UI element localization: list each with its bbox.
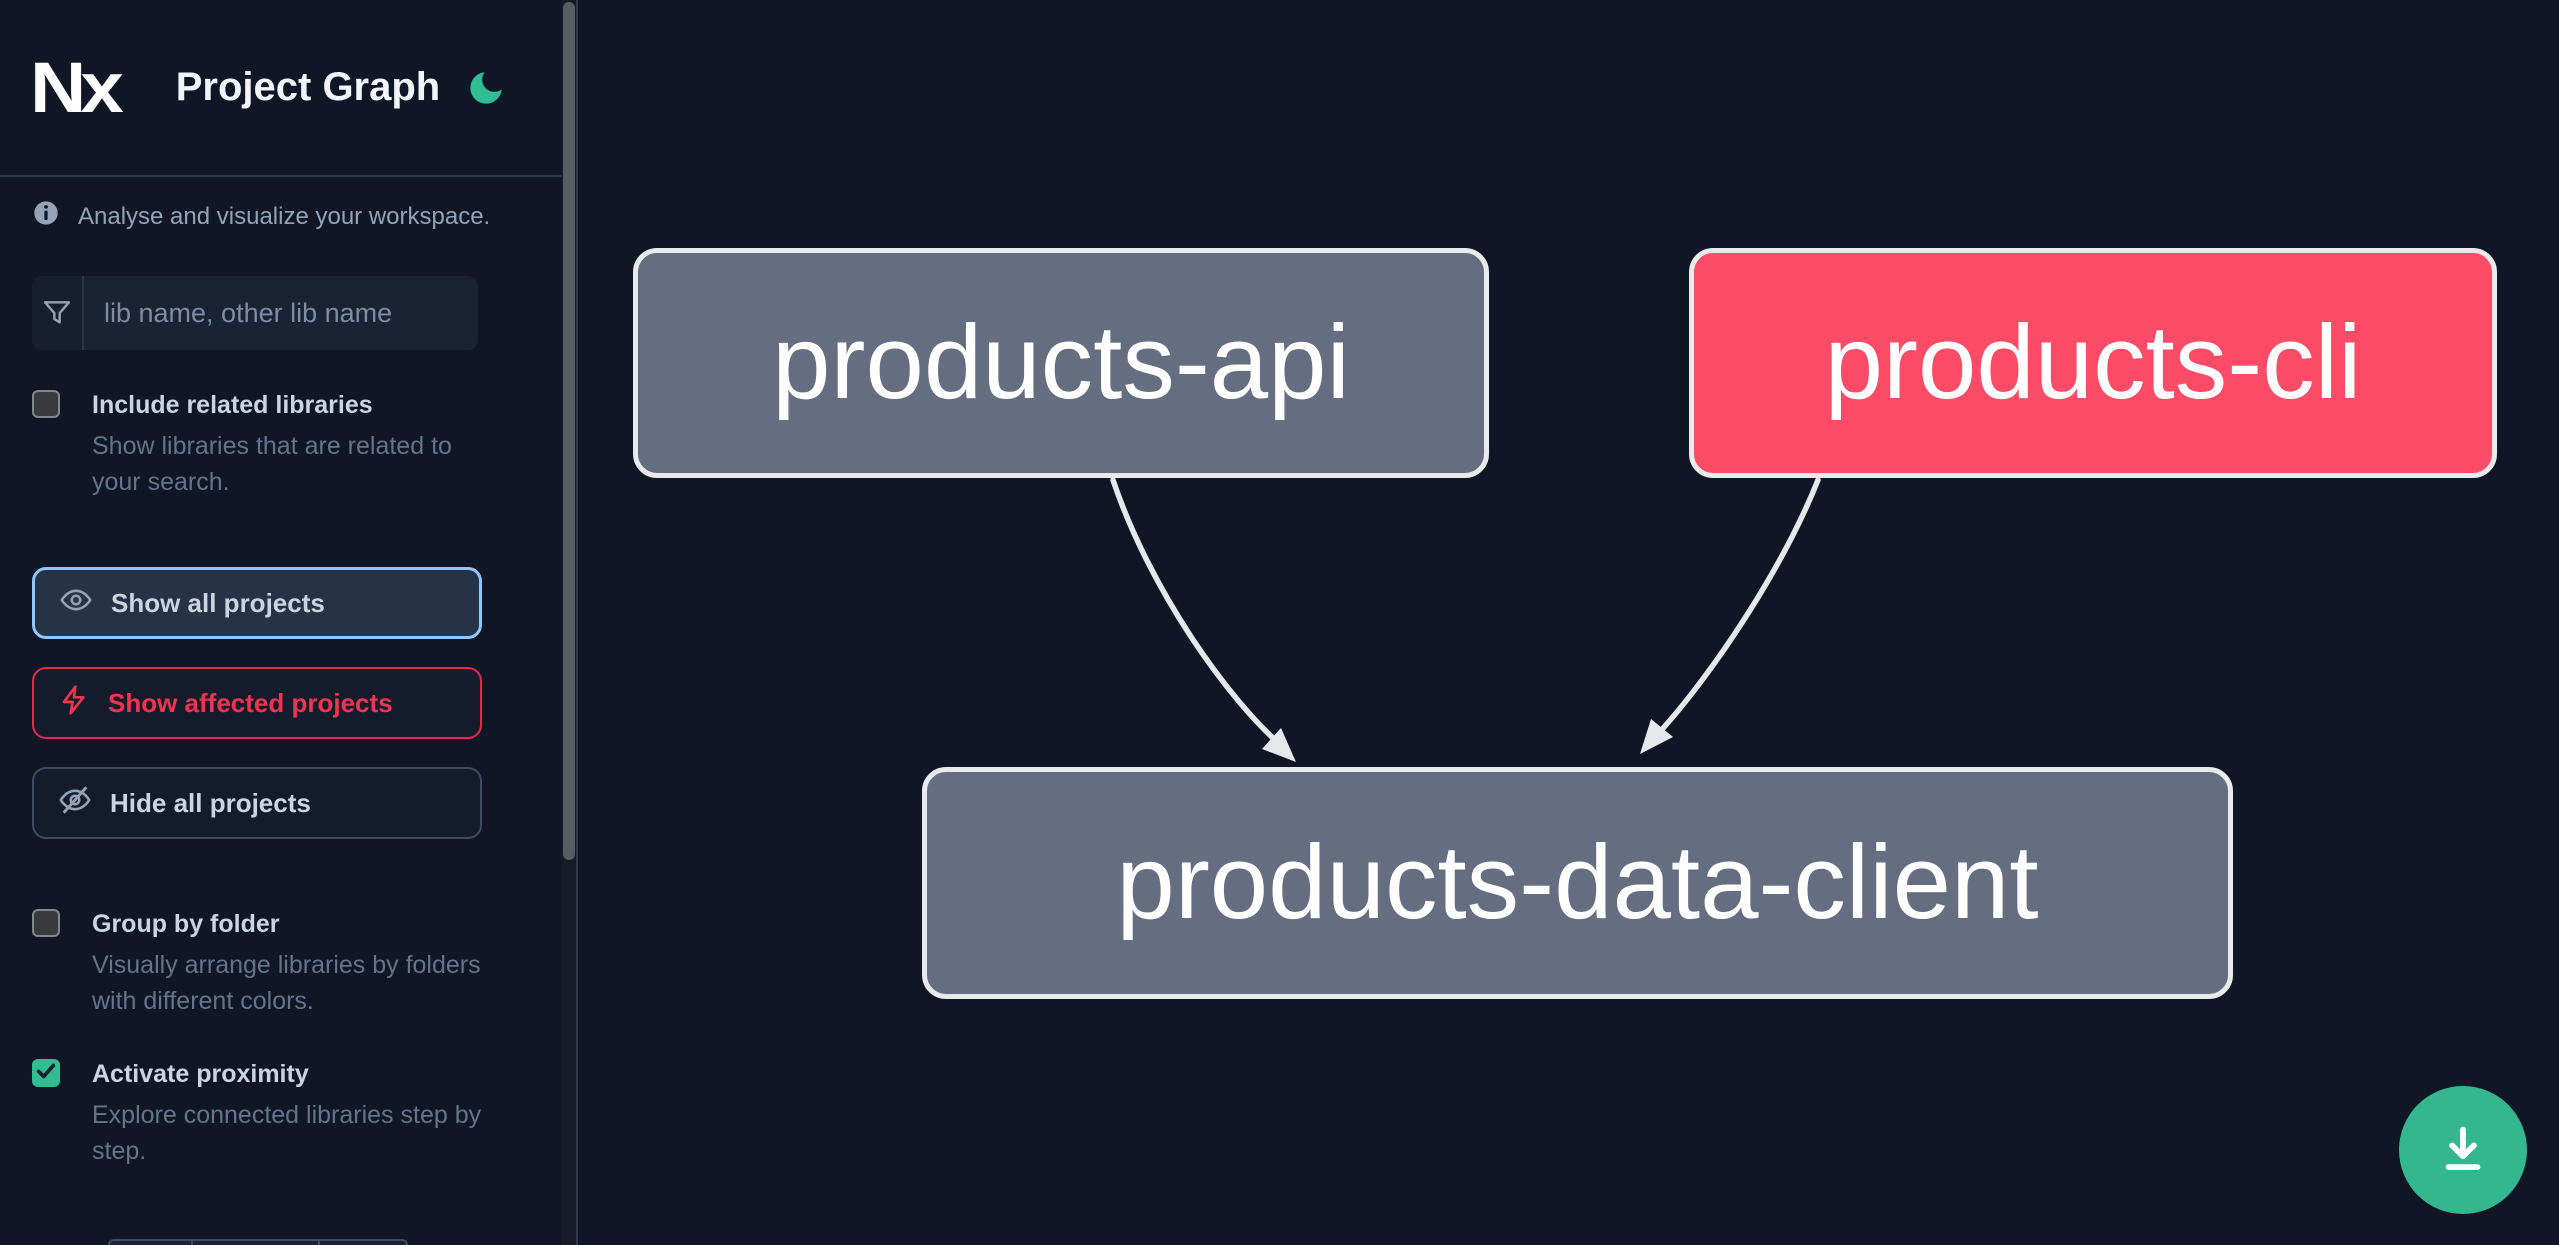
group-by-folder-checkbox[interactable]	[32, 909, 60, 937]
graph-canvas[interactable]: products-api products-cli products-data-…	[578, 0, 2559, 1245]
search-box	[32, 276, 478, 350]
sidebar-scrollbar-track	[561, 0, 578, 1245]
option-include-related-libraries: Include related libraries Show libraries…	[32, 388, 531, 500]
download-icon	[2434, 1120, 2492, 1181]
show-all-projects-label: Show all projects	[111, 587, 325, 618]
check-icon	[35, 1060, 57, 1087]
graph-node-products-data-client[interactable]: products-data-client	[922, 767, 2233, 999]
proximity-increment-button[interactable]	[320, 1239, 408, 1245]
proximity-decrement-button[interactable]	[108, 1239, 193, 1245]
bolt-icon	[58, 684, 90, 723]
option-activate-proximity: Activate proximity Explore connected lib…	[32, 1057, 531, 1169]
show-all-projects-button[interactable]: Show all projects	[32, 567, 482, 639]
group-by-folder-description: Visually arrange libraries by folders wi…	[92, 951, 481, 1015]
activate-proximity-label: Activate proximity	[92, 1060, 309, 1088]
hide-all-projects-label: Hide all projects	[110, 787, 311, 818]
edge-products-api-to-products-data-client	[1110, 477, 1296, 762]
eye-icon	[59, 583, 93, 624]
include-related-label: Include related libraries	[92, 391, 373, 419]
include-related-description: Show libraries that are related to your …	[92, 432, 452, 496]
proximity-stepper	[108, 1239, 408, 1245]
activate-proximity-checkbox[interactable]	[32, 1059, 60, 1087]
download-graph-button[interactable]	[2399, 1086, 2527, 1214]
edge-products-cli-to-products-data-client	[1640, 477, 1821, 754]
hide-all-projects-button[interactable]: Hide all projects	[32, 767, 482, 839]
theme-toggle-button[interactable]	[465, 67, 507, 109]
graph-node-products-api[interactable]: products-api	[633, 248, 1489, 478]
proximity-value-field[interactable]	[193, 1239, 320, 1245]
filter-funnel-icon	[32, 276, 84, 350]
activate-proximity-description: Explore connected libraries step by step…	[92, 1101, 482, 1165]
moon-icon	[465, 71, 507, 112]
page-title: Project Graph	[175, 65, 441, 109]
tagline-text: Analyse and visualize your workspace.	[78, 202, 491, 230]
show-affected-projects-button[interactable]: Show affected projects	[32, 667, 482, 739]
workspace-tagline: Analyse and visualize your workspace.	[0, 177, 561, 234]
option-group-by-folder: Group by folder Visually arrange librari…	[32, 907, 531, 1019]
eye-slash-icon	[58, 783, 92, 824]
show-affected-projects-label: Show affected projects	[108, 687, 393, 718]
sidebar: Nx Project Graph Analyse and visualize y…	[0, 0, 561, 1245]
info-icon	[32, 199, 60, 234]
graph-node-products-cli[interactable]: products-cli	[1689, 248, 2497, 478]
group-by-folder-label: Group by folder	[92, 910, 280, 938]
sidebar-header: Nx Project Graph	[0, 0, 561, 177]
search-input[interactable]	[84, 276, 478, 350]
include-related-checkbox[interactable]	[32, 390, 60, 418]
nx-logo: Nx	[30, 46, 124, 128]
sidebar-scrollbar-thumb[interactable]	[563, 2, 575, 860]
